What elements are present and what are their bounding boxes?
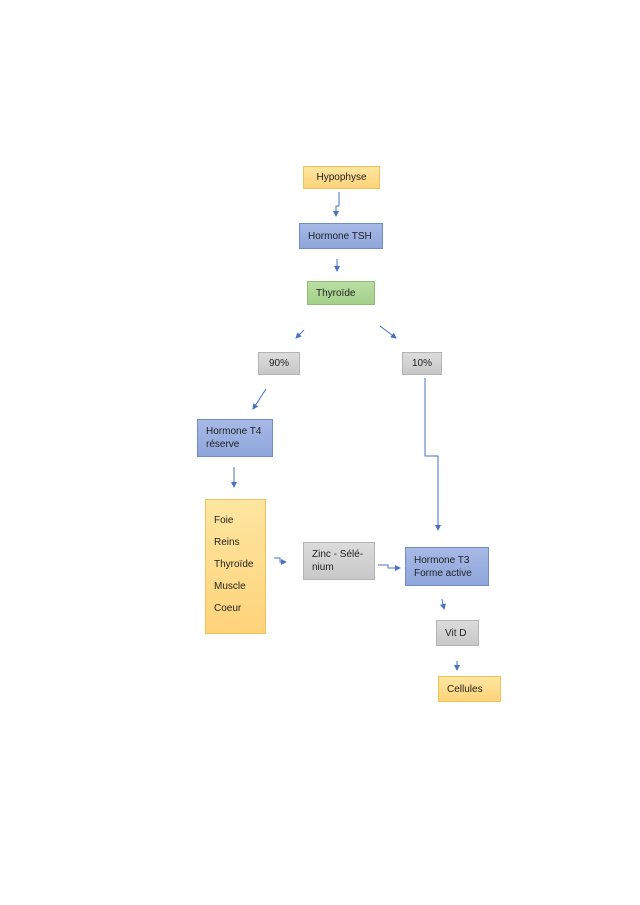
organ-coeur: Coeur: [214, 603, 242, 614]
arrow-thyroide-to-90: [295, 329, 305, 339]
node-90-percent-label: 90%: [268, 358, 289, 369]
organ-reins: Reins: [214, 537, 240, 548]
node-hypophyse: Hypophyse: [303, 166, 380, 189]
node-hormone-t3-line-2: Forme active: [414, 568, 472, 579]
node-vit-d: Vit D: [436, 620, 479, 646]
arrow-10-to-t3: [424, 378, 441, 531]
node-10-percent: 10%: [402, 352, 442, 375]
node-cellules: Cellules: [438, 676, 501, 702]
organ-foie: Foie: [214, 515, 234, 526]
node-zinc-selenium: Zinc - Sélé- nium: [303, 542, 375, 580]
node-90-percent: 90%: [258, 352, 300, 375]
arrow-hypophyse-to-tsh: [333, 192, 340, 217]
node-hypophyse-label: Hypophyse: [316, 172, 367, 183]
arrow-organs-to-zinc: [274, 557, 287, 565]
organ-muscle: Muscle: [214, 581, 246, 592]
node-10-percent-label: 10%: [411, 358, 432, 369]
node-zinc-selenium-line-1: Zinc - Sélé-: [312, 549, 364, 560]
node-hormone-tsh-label: Hormone TSH: [308, 230, 372, 242]
arrow-t3-to-vitd: [440, 598, 446, 610]
node-hormone-t4-line-1: Hormone T4: [206, 426, 262, 437]
arrow-90-to-t4: [252, 388, 267, 410]
node-vit-d-label: Vit D: [445, 627, 467, 639]
node-zinc-selenium-line-2: nium: [312, 562, 334, 573]
node-hormone-t4-line-2: réserve: [206, 439, 240, 450]
node-hormone-t3: Hormone T3 Forme active: [405, 547, 489, 586]
node-organs: Foie Reins Thyroïde Muscle Coeur: [205, 499, 266, 634]
node-hormone-tsh: Hormone TSH: [299, 223, 383, 249]
node-hormone-t3-line-1: Hormone T3: [414, 555, 470, 566]
node-cellules-label: Cellules: [447, 683, 483, 695]
arrow-thyroide-to-10: [379, 325, 397, 339]
node-hormone-t4: Hormone T4 réserve: [197, 419, 273, 457]
node-thyroide: Thyroïde: [307, 281, 375, 305]
node-thyroide-label: Thyroïde: [316, 287, 356, 299]
organ-thyroide: Thyroïde: [214, 559, 254, 570]
arrow-zinc-to-t3: [378, 564, 401, 571]
